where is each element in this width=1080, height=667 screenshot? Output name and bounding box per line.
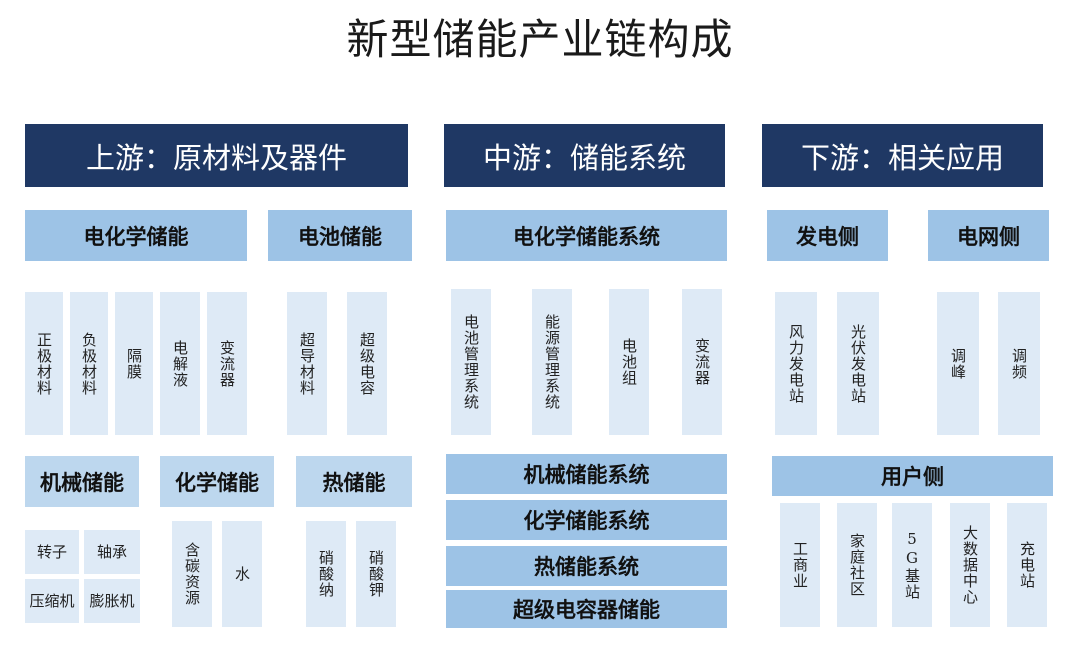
thermal-system-bar: 热储能系统 [446,546,727,586]
supercapacitor-system-bar: 超级电容器储能 [446,590,727,628]
item-commercial-industrial: 工商业 [780,503,820,627]
item-superconducting-material: 超导材料 [287,292,327,435]
mechanical-system-bar: 机械储能系统 [446,454,727,494]
item-electrolyte: 电解液 [160,292,200,435]
item-midstream-converter: 变流器 [682,289,722,435]
electrochemical-system-category: 电化学储能系统 [446,210,727,261]
item-water: 水 [222,521,262,627]
item-bearing: 轴承 [84,530,140,574]
item-household-community: 家庭社区 [837,503,877,627]
item-battery-pack: 电池组 [609,289,649,435]
electrochemical-storage-category: 电化学储能 [25,210,247,261]
item-big-data-center: 大数据中心 [950,503,990,627]
item-charging-station: 充电站 [1007,503,1047,627]
chemical-system-bar: 化学储能系统 [446,500,727,540]
item-peak-shaving: 调峰 [937,292,979,435]
midstream-header: 中游：储能系统 [444,124,725,187]
item-anode-material: 负极材料 [70,292,108,435]
item-pv-power-station: 光伏发电站 [837,292,879,435]
item-5g-base-station: 5G基站 [892,503,932,627]
item-supercapacitor: 超级电容 [347,292,387,435]
chemical-storage-category: 化学储能 [160,456,274,507]
downstream-header: 下游：相关应用 [762,124,1043,187]
upstream-header: 上游：原材料及器件 [25,124,408,187]
page-title: 新型储能产业链构成 [346,15,734,64]
item-frequency-regulation: 调频 [998,292,1040,435]
item-energy-management-system: 能源管理系统 [532,289,572,435]
item-expander: 膨胀机 [84,579,140,623]
item-battery-management-system: 电池管理系统 [451,289,491,435]
user-side-category: 用户侧 [772,456,1053,496]
item-cathode-material: 正极材料 [25,292,63,435]
thermal-storage-category: 热储能 [296,456,412,507]
battery-storage-category: 电池储能 [268,210,412,261]
item-sodium-nitrate: 硝酸纳 [306,521,346,627]
item-carbon-resources: 含碳资源 [172,521,212,627]
item-rotor: 转子 [25,530,79,574]
item-potassium-nitrate: 硝酸钾 [356,521,396,627]
generation-side-category: 发电侧 [767,210,888,261]
grid-side-category: 电网侧 [928,210,1049,261]
item-wind-power-station: 风力发电站 [775,292,817,435]
item-converter: 变流器 [207,292,247,435]
item-separator: 隔膜 [115,292,153,435]
item-compressor: 压缩机 [25,579,79,623]
mechanical-storage-category: 机械储能 [25,456,139,507]
